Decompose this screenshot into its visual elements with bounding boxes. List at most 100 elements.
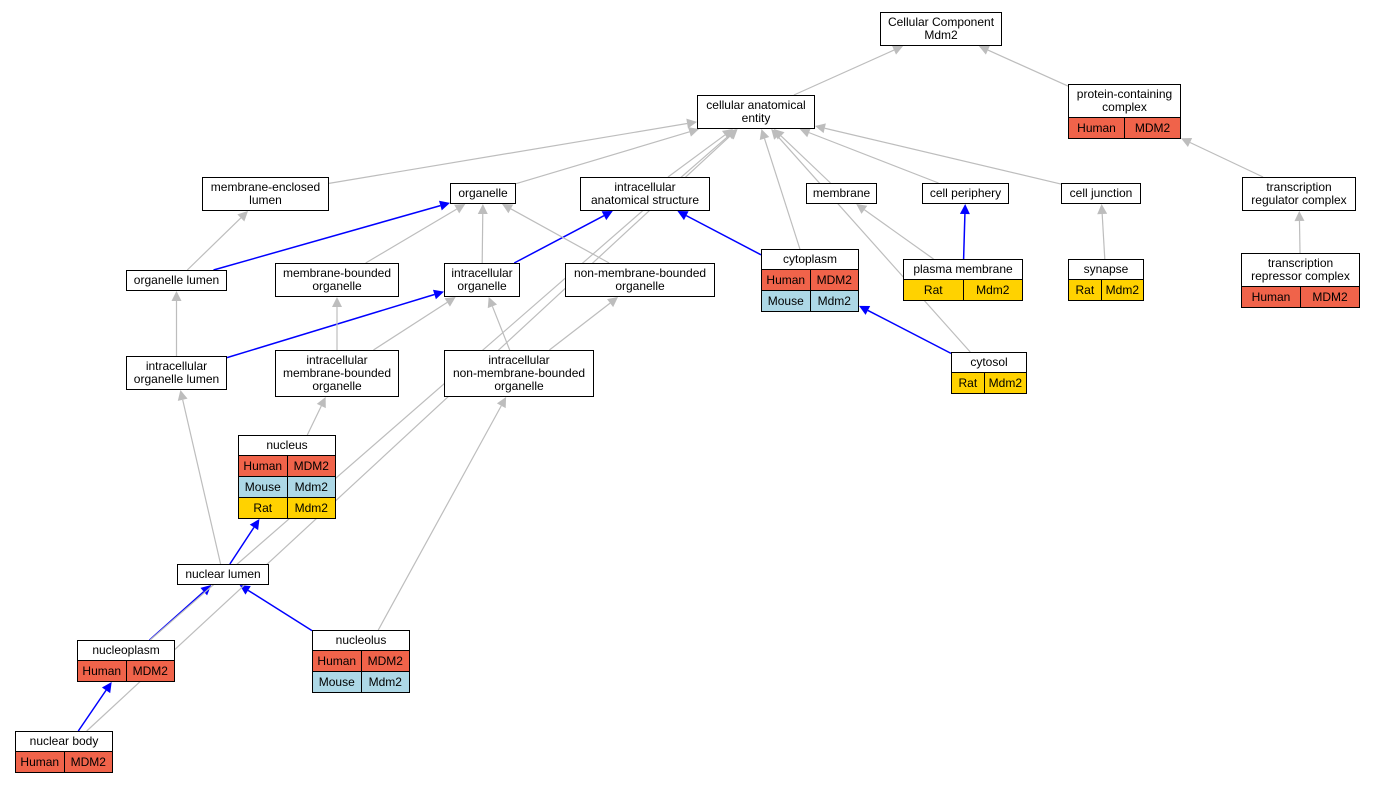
- arrowhead-cytosol-to-cytoplasm: [859, 305, 871, 315]
- edge-cytosol-to-cae: [777, 136, 971, 353]
- edge-nuclumen-to-nucleus: [229, 526, 255, 565]
- node-cell-periphery[interactable]: cell periphery: [922, 183, 1009, 204]
- edge-synapse-to-celljunc: [1101, 213, 1106, 260]
- gene-name: MDM2: [1124, 117, 1181, 139]
- edge-cellper-to-cae: [808, 132, 939, 184]
- edge-nmbo-to-organelle: [510, 208, 610, 264]
- arrowhead-nmbo-to-organelle: [502, 204, 514, 214]
- arrowhead-nucbody-to-cae: [726, 129, 738, 140]
- gene-name: Mdm2: [360, 671, 410, 693]
- arrowhead-mel-to-cae: [686, 118, 697, 129]
- arrowhead-imbo-to-mbo: [332, 297, 342, 307]
- gene-name: MDM2: [809, 269, 859, 291]
- arrowhead-nuclumen-to-nucleus: [249, 519, 260, 531]
- node-nuclear-lumen[interactable]: nuclear lumen: [177, 564, 269, 585]
- edge-trc-to-pcc: [1189, 141, 1264, 178]
- gene-name: MDM2: [125, 660, 175, 682]
- arrowhead-organelle-to-cae: [688, 127, 700, 137]
- arrowhead-synapse-to-celljunc: [1097, 204, 1108, 215]
- node-cellular-anatomical-entity[interactable]: cellular anatomical entity: [697, 95, 815, 129]
- arrowhead-trc-to-pcc: [1181, 137, 1193, 148]
- arrowhead-imbo-to-io: [444, 297, 456, 307]
- arrowhead-nuclumen-to-iol: [177, 390, 188, 401]
- node-membrane-enclosed-lumen[interactable]: membrane-enclosed lumen: [202, 177, 329, 211]
- species-name: Rat: [951, 372, 985, 394]
- species-name: Rat: [1068, 279, 1102, 301]
- edge-pm-to-cellper: [962, 213, 966, 260]
- species-name: Human: [1241, 286, 1301, 308]
- edge-iol-to-io: [226, 293, 435, 359]
- node-intracellular-membrane-bounded-organelle[interactable]: intracellular membrane-bounded organelle: [275, 350, 399, 397]
- edge-nucleolus-to-inmbo: [377, 405, 502, 631]
- edge-nucleoplasm-to-cae: [149, 135, 730, 641]
- gene-name: Mdm2: [962, 279, 1023, 301]
- arrowhead-trepc-to-trc: [1294, 211, 1305, 222]
- edge-cytoplasm-to-cae: [763, 138, 801, 250]
- node-intracellular-non-membrane-bounded-organelle[interactable]: intracellular non-membrane-bounded organ…: [444, 350, 594, 397]
- edge-trepc-to-trc: [1298, 220, 1301, 254]
- gene-name: Mdm2: [809, 290, 859, 312]
- gene-name: Mdm2: [983, 372, 1028, 394]
- species-name: Human: [1068, 117, 1125, 139]
- species-name: Rat: [903, 279, 964, 301]
- node-cellular-component-mdm2[interactable]: Cellular Component Mdm2: [880, 12, 1002, 46]
- edge-mel-to-cae: [328, 122, 688, 184]
- node-intracellular-organelle[interactable]: intracellular organelle: [444, 263, 520, 297]
- arrowhead-cae-to-root: [891, 45, 904, 55]
- edge-cae-to-root: [793, 49, 895, 96]
- edge-nuclumen-to-iol: [182, 399, 222, 565]
- species-name: Mouse: [238, 476, 288, 498]
- arrowhead-inmbo-to-io: [487, 297, 498, 309]
- node-transcription-regulator-complex[interactable]: transcription regulator complex: [1242, 177, 1356, 211]
- gene-name: Mdm2: [286, 476, 336, 498]
- species-name: Rat: [238, 497, 288, 519]
- node-membrane-bounded-organelle[interactable]: membrane-bounded organelle: [275, 263, 399, 297]
- edge-ias-to-cae: [667, 134, 726, 178]
- node-non-membrane-bounded-organelle[interactable]: non-membrane-bounded organelle: [565, 263, 715, 297]
- node-cell-junction[interactable]: cell junction: [1061, 183, 1141, 204]
- arrowhead-cellper-to-cae: [799, 127, 811, 138]
- arrowhead-nucleolus-to-inmbo: [496, 397, 507, 409]
- node-intracellular-organelle-lumen[interactable]: intracellular organelle lumen: [126, 356, 227, 390]
- arrowhead-cytoplasm-to-cae: [759, 129, 770, 141]
- edge-cytosol-to-cytoplasm: [867, 309, 952, 355]
- edge-io-to-organelle: [481, 213, 484, 264]
- edge-imbo-to-io: [373, 301, 448, 351]
- gene-name: MDM2: [286, 455, 336, 477]
- edge-cytoplasm-to-ias: [685, 214, 762, 256]
- gene-name: Mdm2: [1100, 279, 1145, 301]
- node-membrane[interactable]: membrane: [806, 183, 877, 204]
- arrowhead-pm-to-cellper: [959, 204, 970, 215]
- gene-name: MDM2: [1300, 286, 1360, 308]
- node-intracellular-anatomical-structure[interactable]: intracellular anatomical structure: [580, 177, 710, 211]
- node-organelle[interactable]: organelle: [450, 183, 516, 204]
- arrowhead-celljunc-to-cae: [815, 123, 826, 134]
- edge-celljunc-to-cae: [824, 127, 1062, 185]
- node-organelle-lumen[interactable]: organelle lumen: [126, 270, 227, 291]
- arrowhead-nucleus-to-imbo: [316, 397, 326, 409]
- arrowhead-nucleoplasm-to-nuclumen: [200, 585, 212, 596]
- edge-nucleus-to-imbo: [306, 405, 322, 436]
